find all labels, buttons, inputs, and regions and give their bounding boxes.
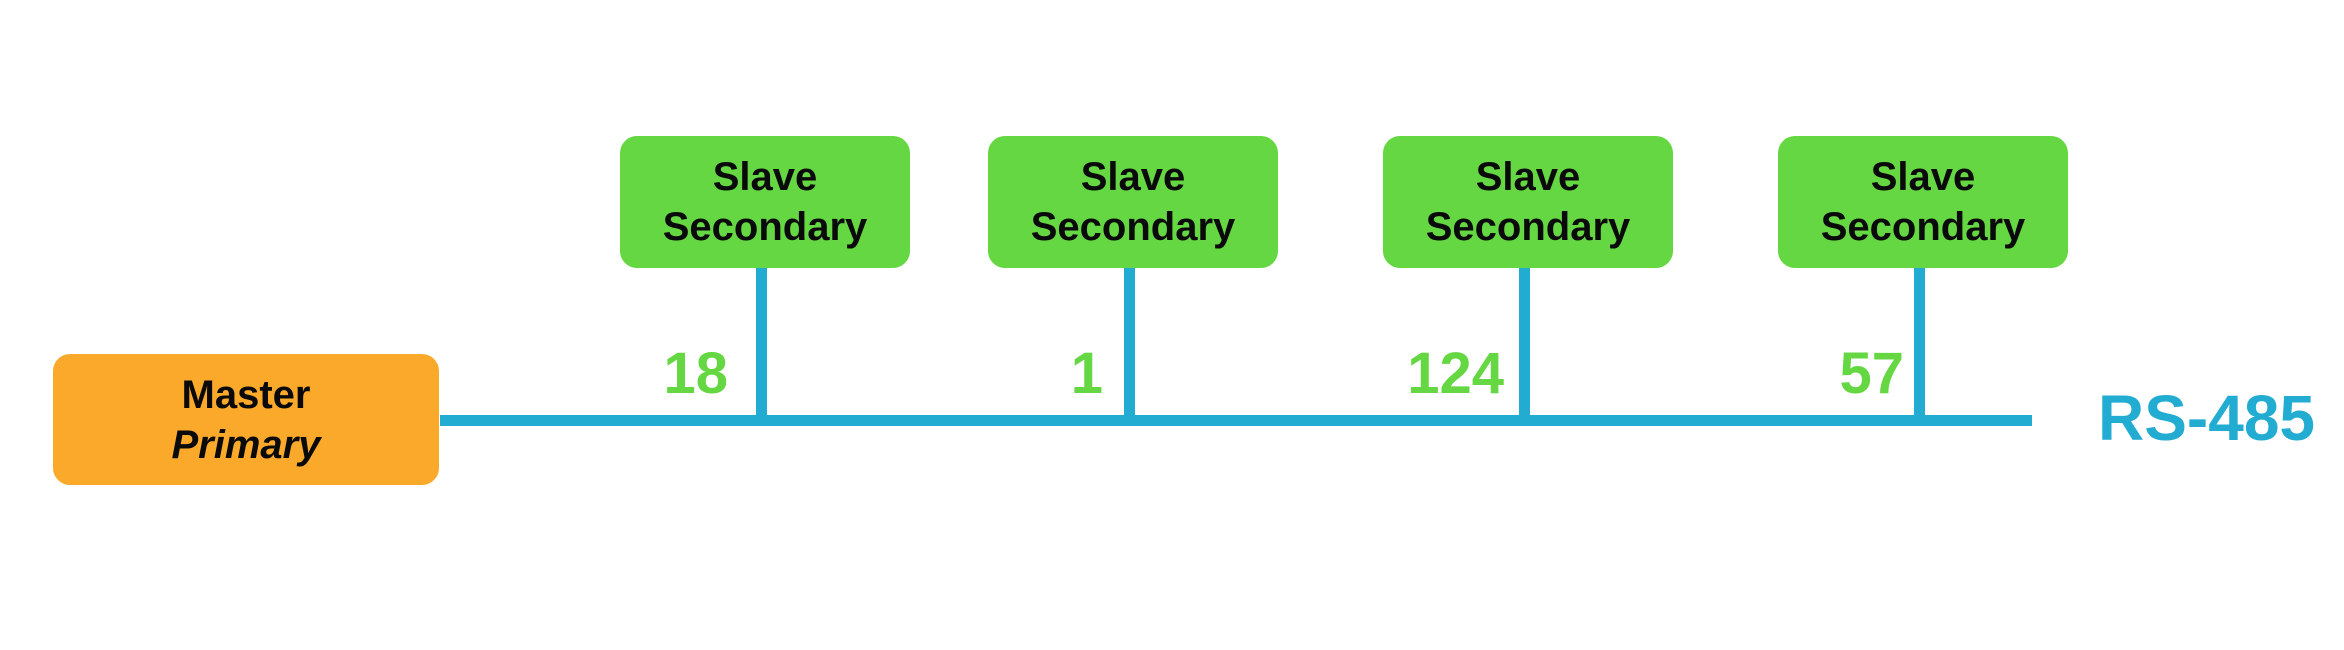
slave-label-alt: Secondary	[1425, 205, 1631, 249]
slave-address: 18	[663, 341, 728, 406]
slave-label-alt: Secondary	[662, 205, 868, 249]
drop-line	[1914, 266, 1925, 416]
slave-label: Slave	[1475, 155, 1581, 199]
slave-address: 57	[1839, 341, 1904, 406]
slave-label: Slave	[1080, 155, 1186, 199]
slave-label: Slave	[712, 155, 818, 199]
master-node: Master Primary	[53, 354, 439, 485]
drop-line	[756, 266, 767, 416]
bus-label: RS-485	[2098, 382, 2315, 454]
slave-node: Slave Secondary	[620, 136, 910, 268]
slave-label: Slave	[1870, 155, 1976, 199]
drop-line	[1519, 266, 1530, 416]
bus-line	[440, 415, 2032, 426]
drop-line	[1124, 266, 1135, 416]
slave-label-alt: Secondary	[1030, 205, 1236, 249]
slave-label-alt: Secondary	[1820, 205, 2026, 249]
slave-node: Slave Secondary	[1383, 136, 1673, 268]
slave-node: Slave Secondary	[1778, 136, 2068, 268]
master-label-alt: Primary	[171, 422, 321, 467]
slave-address: 124	[1407, 341, 1504, 406]
slave-address: 1	[1070, 341, 1103, 406]
master-label: Master	[181, 372, 311, 417]
slave-node: Slave Secondary	[988, 136, 1278, 268]
